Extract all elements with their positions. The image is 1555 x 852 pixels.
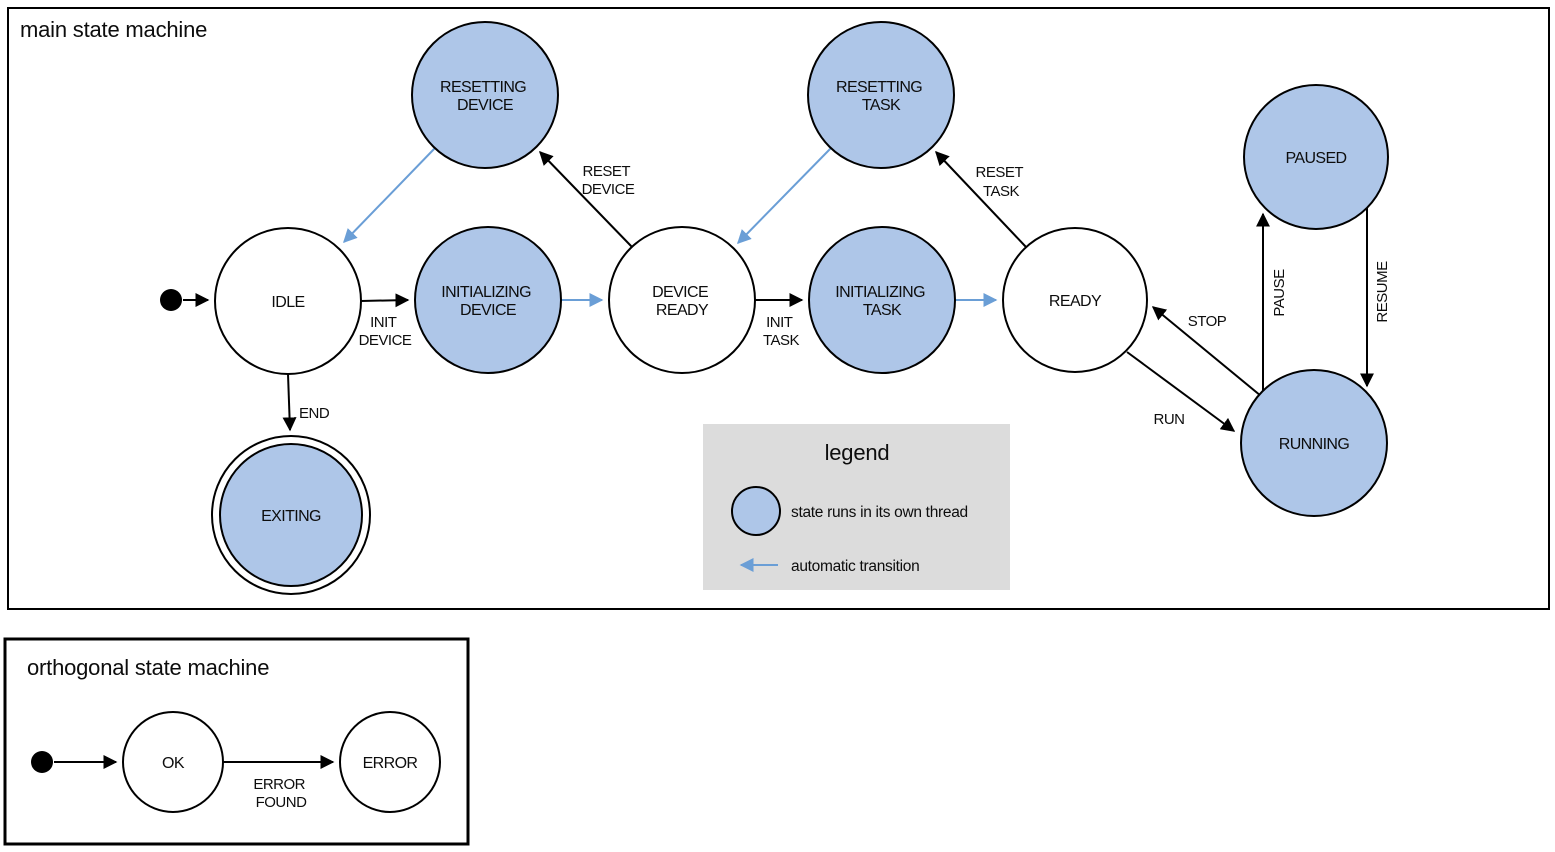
state-exiting-final: EXITING [211, 435, 371, 595]
state-paused-circle [1243, 84, 1389, 230]
state-running: RUNNING [1240, 369, 1388, 517]
state-resetting-device-label: RESETTING DEVICE [440, 79, 530, 114]
state-resetting-task: RESETTING TASK [807, 21, 955, 169]
transition-label-reset-device: RESET DEVICE [582, 163, 635, 198]
state-exiting-inner-circle [219, 443, 363, 587]
state-idle-circle [214, 227, 362, 375]
main-machine-title: main state machine [20, 17, 207, 42]
legend-thread-state-label: state runs in its own thread [791, 504, 968, 521]
transition-device-ready-to-resetting-device [539, 150, 633, 248]
state-idle-label: IDLE [271, 294, 304, 311]
state-resetting-task-circle [807, 21, 955, 169]
state-running-label: RUNNING [1279, 436, 1350, 453]
transition-label-error-found: ERROR FOUND [253, 776, 308, 811]
state-device-ready-circle [608, 226, 756, 374]
transition-label-reset-task: RESET TASK [976, 164, 1027, 200]
main-state-machine: main state machine INIT DEVICE INIT TASK [7, 7, 1550, 610]
transition-ready-to-running [1126, 351, 1236, 432]
state-device-ready-label: DEVICE READY [652, 284, 712, 319]
transition-label-stop: STOP [1188, 313, 1227, 330]
state-initializing-task-circle [808, 226, 956, 374]
transition-label-resume: RESUME [1374, 261, 1391, 323]
transition-resetting-task-to-device-ready-auto [737, 147, 832, 245]
legend-thread-state-icon [731, 486, 781, 536]
state-idle: IDLE [214, 227, 362, 375]
transition-ready-to-resetting-task [935, 150, 1027, 248]
state-resetting-task-label: RESETTING TASK [836, 79, 926, 114]
state-running-circle [1240, 369, 1388, 517]
orthogonal-initial-state-dot [31, 751, 53, 773]
legend-title: legend [825, 440, 890, 465]
state-initializing-task: INITIALIZING TASK [808, 226, 956, 374]
state-initializing-device-label: INITIALIZING DEVICE [441, 284, 535, 319]
state-ok-label: OK [162, 755, 185, 772]
state-device-ready: DEVICE READY [608, 226, 756, 374]
main-states: IDLE RESETTING DEVICE INITIALIZING DEVIC… [211, 21, 1389, 595]
state-ok: OK [122, 711, 224, 813]
state-error-label: ERROR [363, 755, 418, 772]
legend-automatic-transition-label: automatic transition [791, 558, 919, 575]
state-error: ERROR [339, 711, 441, 813]
transition-label-init-task: INIT TASK [763, 314, 800, 349]
transition-label-pause: PAUSE [1271, 269, 1288, 317]
state-ready: READY [1002, 227, 1148, 373]
state-ok-circle [122, 711, 224, 813]
transition-idle-to-exiting [282, 373, 297, 432]
state-initializing-task-label: INITIALIZING TASK [835, 284, 929, 319]
transition-resetting-device-to-idle-auto [343, 147, 436, 244]
transition-label-end: END [299, 405, 330, 422]
transition-idle-to-initializing-device [360, 293, 410, 308]
state-resetting-device-circle [411, 21, 559, 169]
state-resetting-device: RESETTING DEVICE [411, 21, 559, 169]
orthogonal-state-machine: orthogonal state machine ERROR FOUND OK … [3, 637, 470, 846]
state-exiting-label: EXITING [261, 508, 321, 525]
legend: legend state runs in its own thread auto… [703, 424, 1010, 590]
initial-state-dot [160, 289, 182, 311]
state-paused-label: PAUSED [1285, 150, 1346, 167]
state-initializing-device-circle [414, 226, 562, 374]
state-paused: PAUSED [1243, 84, 1389, 230]
state-initializing-device: INITIALIZING DEVICE [414, 226, 562, 374]
state-error-circle [339, 711, 441, 813]
state-ready-circle [1002, 227, 1148, 373]
orthogonal-machine-title: orthogonal state machine [27, 655, 269, 680]
state-ready-label: READY [1049, 293, 1102, 310]
transition-label-run: RUN [1154, 411, 1185, 428]
transition-running-to-ready [1151, 306, 1262, 397]
transition-label-init-device: INIT DEVICE [359, 314, 412, 349]
main-transitions: INIT DEVICE INIT TASK RESET DEVICE [282, 147, 1391, 432]
